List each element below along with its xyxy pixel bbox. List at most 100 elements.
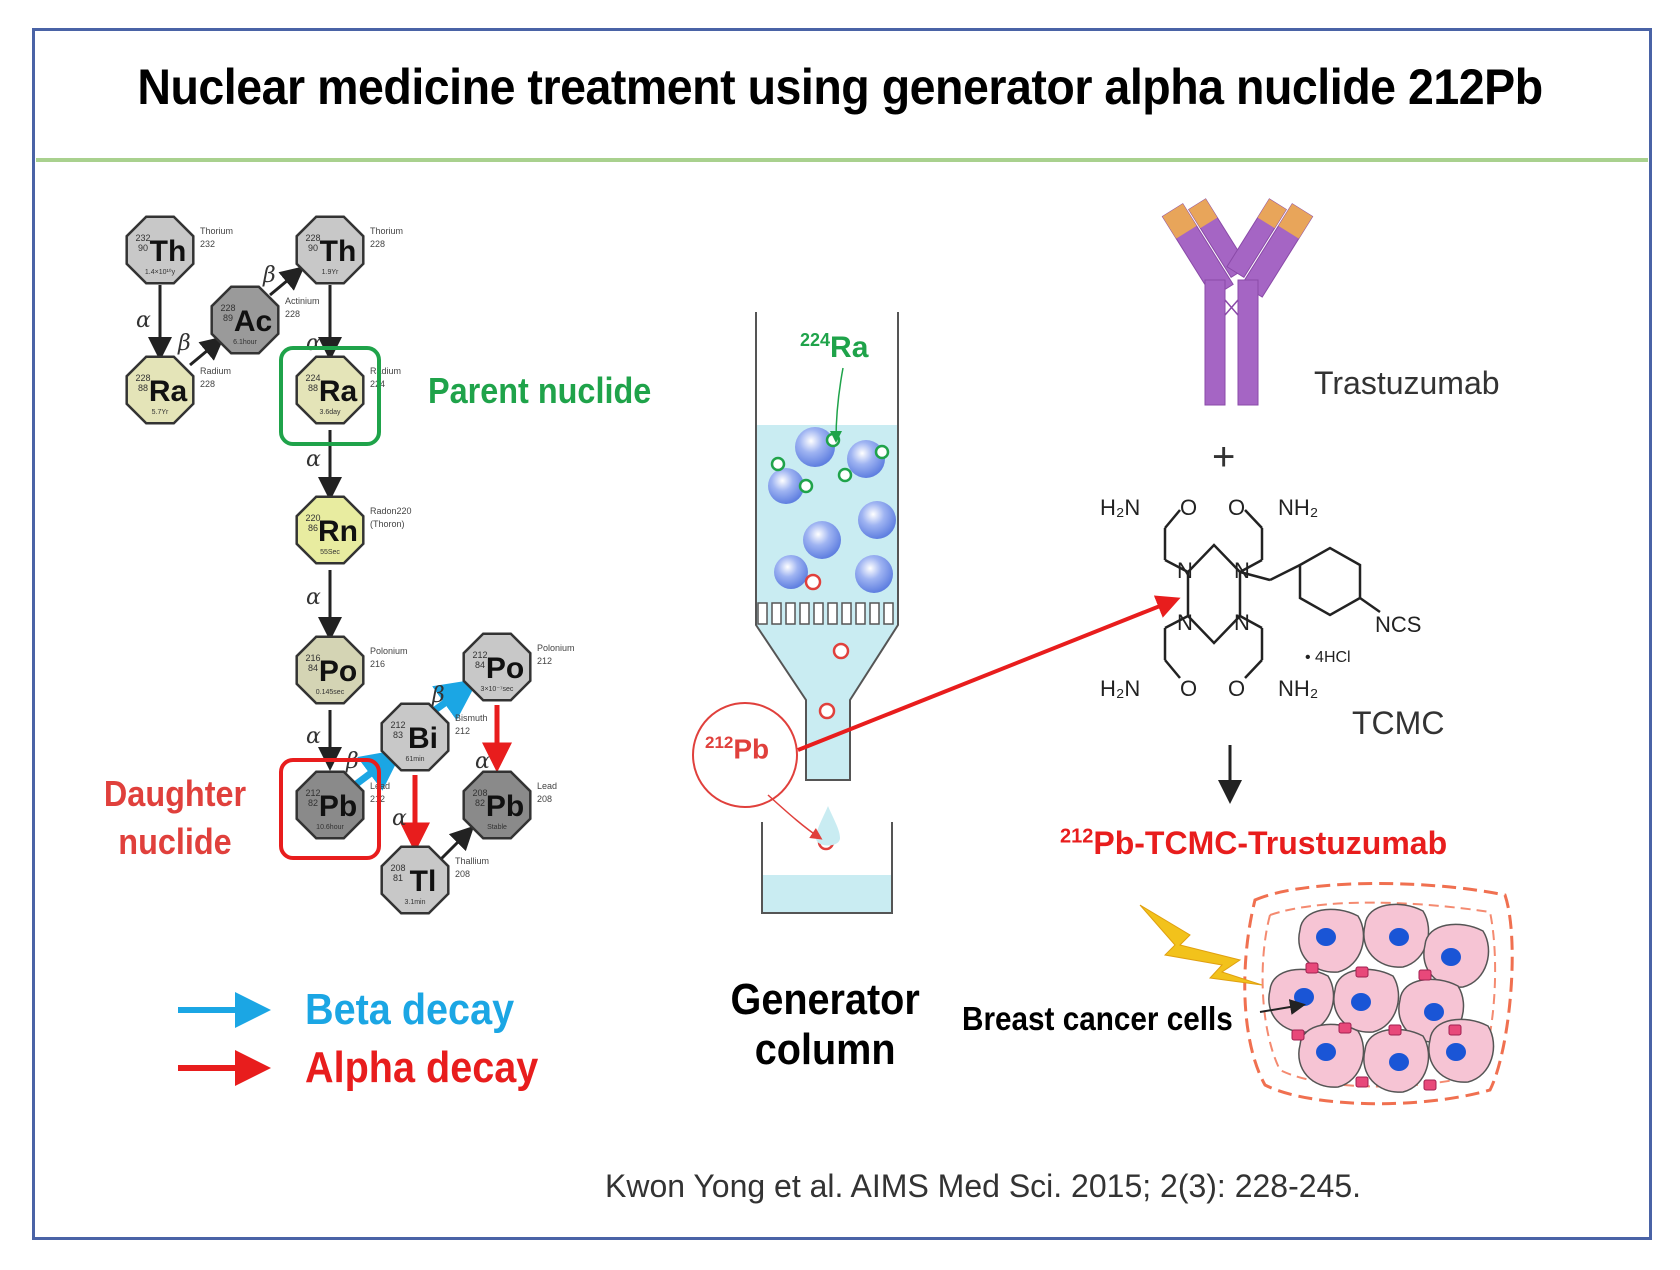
breast-cancer-cells-label: Breast cancer cells — [962, 1000, 1233, 1037]
cell-nucleus — [1316, 928, 1336, 946]
ra224-symbol: Ra — [830, 331, 869, 364]
pb212-pointer — [767, 794, 823, 840]
cell-nucleus — [1441, 948, 1461, 966]
nuclide-atomic-number: 89 — [223, 313, 233, 323]
nuclide-mass-number: 216 — [305, 653, 320, 663]
cell-nucleus — [1446, 1043, 1466, 1061]
nuclide-name: Radium — [200, 366, 231, 376]
nuclide-half-life: 3.1min — [404, 899, 425, 906]
tcmc-atom-labels: H₂N O O NH₂ N N N N NCS • 4HCl H₂N O O N… — [1100, 495, 1421, 701]
collection-vial-liquid — [762, 875, 892, 913]
stroma-fibers — [1243, 882, 1514, 1106]
nuclide-symbol: Bi — [408, 722, 438, 755]
nuclide-symbol: Pb — [486, 790, 524, 823]
nuclide-half-life: 5.7Yr — [152, 409, 169, 416]
pb212-mass-number: 212 — [705, 733, 734, 752]
title-divider — [36, 158, 1648, 162]
slide-title: Nuclear medicine treatment using generat… — [137, 59, 1543, 115]
nuclide-symbol: Ac — [234, 305, 272, 338]
nuclide-subscript: 212 — [537, 656, 552, 666]
nuclide-octagon — [210, 285, 280, 355]
nuclide-symbol: Ra — [149, 375, 188, 408]
nuclide-half-life: 61min — [405, 756, 424, 763]
nuclide-mass-number: 220 — [305, 513, 320, 523]
nuclide-octagon — [380, 845, 450, 915]
nuclide-atomic-number: 90 — [138, 243, 148, 253]
nuclide-octagon — [380, 702, 450, 772]
daughter-label-line: nuclide — [118, 821, 232, 862]
nuclide-atomic-number: 86 — [308, 523, 318, 533]
tumor-cell — [1423, 923, 1490, 988]
nuclide-half-life: 6.1hour — [233, 339, 257, 346]
nuclide-atomic-number: 82 — [475, 798, 485, 808]
oxygen-label: O — [1180, 495, 1197, 520]
pb-to-chelator-arrow — [797, 595, 1181, 752]
alpha-symbol: α — [136, 308, 151, 333]
beta-decay-legend: Beta decay — [305, 985, 515, 1034]
slide-frame — [32, 28, 1652, 1240]
antibody-marker — [1388, 1024, 1402, 1036]
nuclide-subscript: 232 — [200, 239, 215, 249]
alpha-symbol: α — [306, 447, 321, 472]
generator-column — [692, 312, 899, 914]
oxygen-label: O — [1180, 676, 1197, 701]
nuclide-mass-number: 208 — [472, 788, 487, 798]
nuclide-subscript: 208 — [537, 794, 552, 804]
nuclide-name: Radium — [370, 366, 401, 376]
nuclide-octagon — [295, 495, 365, 565]
amine-label: H₂N — [1100, 495, 1140, 520]
nuclide-name: Thorium — [200, 226, 233, 236]
nuclide-subscript: 212 — [455, 726, 470, 736]
daughter-label-line: Daughter — [103, 773, 247, 814]
amine-label: NH₂ — [1278, 676, 1318, 701]
nuclide-mass-number: 208 — [390, 863, 405, 873]
antibody-stem-right — [1237, 279, 1259, 406]
cell-nucleus — [1389, 1053, 1409, 1071]
nuclide-subscript: (Thoron) — [370, 519, 405, 529]
ra224-mass-number: 224 — [800, 330, 831, 350]
trastuzumab-antibody — [1161, 198, 1314, 406]
beta-ra228-ac228 — [189, 336, 225, 367]
breast-cancer-cells — [1139, 882, 1514, 1106]
column-frit — [757, 602, 894, 625]
nuclide-symbol: Po — [319, 655, 357, 688]
alpha-symbol: α — [306, 331, 321, 356]
beta-symbol: β — [177, 331, 191, 356]
pb212-callout-circle — [692, 702, 798, 808]
nuclide-half-life: 1.4×10¹⁰y — [145, 268, 176, 276]
nuclide-name: Thorium — [370, 226, 403, 236]
nuclide-symbol: Rn — [318, 515, 358, 548]
nuclide-half-life: 1.9Yr — [322, 269, 339, 276]
oxygen-label: O — [1228, 495, 1245, 520]
nuclide-octagon — [462, 632, 532, 702]
beta-pb212-bi212 — [352, 748, 404, 791]
nuclide-atomic-number: 83 — [393, 730, 403, 740]
cell-nucleus — [1389, 928, 1409, 946]
collection-vial — [761, 822, 893, 914]
tumor-cell — [1333, 968, 1400, 1033]
antibody-right-arm — [1226, 198, 1314, 298]
alpha-symbol: α — [475, 749, 490, 774]
ra224-pointer — [830, 367, 844, 443]
nuclide-atomic-number: 82 — [308, 798, 318, 808]
tumor-cells — [1268, 903, 1495, 1093]
nuclide-mass-number: 212 — [390, 720, 405, 730]
nuclide-octagon — [125, 215, 195, 285]
conjugate-mass-number: 212 — [1060, 825, 1094, 848]
tumor-cell — [1363, 1028, 1430, 1093]
nuclide-subscript: 216 — [370, 659, 385, 669]
cell-nucleus — [1294, 988, 1314, 1006]
nitrogen-label: N — [1234, 558, 1250, 583]
tumor-cell — [1268, 968, 1335, 1033]
nuclide-octagon — [125, 355, 195, 425]
nuclide-symbol: Po — [486, 652, 524, 685]
nuclide-atomic-number: 88 — [138, 383, 148, 393]
